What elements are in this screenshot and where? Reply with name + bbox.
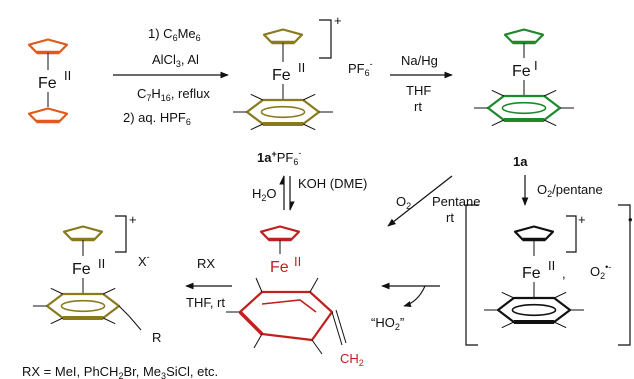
svg-text:rt: rt (446, 210, 454, 225)
cp-ring (27, 107, 69, 123)
methyl-bond (253, 333, 263, 349)
svg-text:+: + (334, 13, 342, 28)
svg-text:1a: 1a (513, 154, 528, 169)
methyl-bond (255, 277, 263, 293)
methyl-bond (250, 123, 264, 131)
svg-text:II: II (298, 60, 305, 75)
cp-ring (262, 28, 304, 44)
fulvene-complex-structure: Fe II CH2 (226, 225, 364, 368)
methyl-bond (309, 277, 319, 293)
methyl-bond (250, 93, 264, 101)
fulvene-ligand (226, 277, 347, 355)
cation-1a-structure: + Fe II PF6- 1a+PF6- (233, 13, 373, 167)
neutral-1a-structure: Fe I 1a (474, 28, 574, 169)
arene-ring (496, 296, 572, 324)
svg-text:Fe: Fe (272, 67, 291, 84)
arrow-step3: O2/pentane (521, 175, 603, 206)
methyl-bond (50, 317, 64, 325)
svg-text:1) C6Me6: 1) C6Me6 (148, 26, 201, 43)
svg-text:C7H16, reflux: C7H16, reflux (137, 86, 210, 103)
arrow-step5-equilibrium: H2O KOH (DME) (252, 175, 367, 211)
svg-text:Fe: Fe (72, 261, 91, 278)
methyl-bond (553, 291, 567, 299)
methyl-bond (302, 123, 316, 131)
svg-text:,: , (562, 266, 566, 281)
arene-inner-circle (501, 101, 547, 115)
svg-text:+: + (129, 212, 137, 227)
methyl-bond (311, 339, 323, 355)
methyl-bond (501, 321, 515, 329)
exocyclic-double-bond (331, 311, 343, 346)
svg-text:RX: RX (197, 256, 215, 271)
svg-text:THF, rt: THF, rt (186, 295, 225, 310)
methyl-bond (491, 89, 505, 97)
svg-text:1a+PF6-: 1a+PF6- (257, 148, 301, 167)
svg-text:O2: O2 (396, 194, 411, 211)
methyl-bond (50, 287, 64, 295)
oxidation-state: II (64, 68, 71, 83)
svg-text:II: II (548, 258, 555, 273)
methyl-bond (491, 119, 505, 127)
svg-text:“HO2”: “HO2” (371, 315, 404, 332)
svg-text:2) aq. HPF6: 2) aq. HPF6 (123, 110, 191, 127)
svg-text:CH2: CH2 (340, 351, 364, 368)
arene-ring (245, 98, 321, 126)
methyl-bond (102, 287, 116, 295)
methyl-bond (543, 119, 557, 127)
ch2-r-bond (118, 305, 130, 317)
exocyclic-double-bond (335, 309, 347, 344)
svg-text:AlCl3, Al: AlCl3, Al (152, 52, 199, 69)
svg-text:Fe: Fe (512, 63, 531, 80)
svg-text:Na/Hg: Na/Hg (401, 53, 438, 68)
svg-text:X-: X- (138, 252, 150, 269)
alkylated-product-structure: + X- Fe II R (33, 212, 161, 345)
svg-text:Pentane: Pentane (432, 194, 480, 209)
svg-text:THF: THF (406, 83, 431, 98)
arene-inner-circle (511, 303, 557, 317)
cp-ring-top (27, 38, 69, 55)
fulvene-inner-bond (261, 299, 317, 313)
cp-ring (259, 225, 301, 241)
cp-ring-bottom (27, 107, 69, 124)
radical-pair-structure: • + Fe II , O2•- (465, 204, 633, 346)
svg-text:H2O: H2O (252, 186, 277, 203)
metal-label: Fe (38, 75, 57, 92)
svg-text:O2•-: O2•- (590, 262, 611, 281)
cp-ring (62, 225, 104, 241)
cp-ring (503, 28, 545, 44)
methyl-bond (553, 321, 567, 329)
svg-text:R: R (152, 330, 161, 345)
svg-text:Fe: Fe (522, 265, 541, 282)
arrow-step1: 1) C6Me6 AlCl3, Al C7H16, reflux 2) aq. … (113, 26, 229, 127)
arrow-step2: Na/Hg THF rt (390, 53, 453, 114)
svg-text:+: + (578, 212, 586, 227)
svg-text:rt: rt (414, 99, 422, 114)
arene-inner-circle (260, 105, 306, 119)
svg-text:O2/pentane: O2/pentane (537, 182, 603, 199)
svg-text:I: I (534, 58, 538, 73)
fulvene-front-edge (238, 310, 264, 336)
ch2-r-bond (128, 315, 142, 331)
svg-text:II: II (98, 256, 105, 271)
methyl-bond (501, 291, 515, 299)
arene-ring (45, 292, 121, 320)
fulvene-ring (239, 290, 334, 342)
cp-ring (27, 38, 69, 54)
arrow-step6: “HO2” (371, 282, 440, 332)
arene-ring (486, 94, 562, 122)
svg-text:KOH (DME): KOH (DME) (298, 176, 367, 191)
footnote: RX = MeI, PhCH2Br, Me3SiCl, etc. (22, 364, 218, 379)
svg-text:II: II (294, 254, 301, 269)
svg-text:•: • (628, 212, 633, 227)
svg-text:PF6-: PF6- (348, 59, 373, 78)
cp-ring (513, 225, 555, 241)
arene-inner-circle (60, 299, 106, 313)
methyl-bond (102, 317, 116, 325)
ferrocene-structure: Fe II (27, 38, 71, 124)
methyl-bond (302, 93, 316, 101)
methyl-bond (543, 89, 557, 97)
arrow-step7: RX THF, rt (185, 256, 232, 310)
svg-text:Fe: Fe (270, 259, 289, 276)
